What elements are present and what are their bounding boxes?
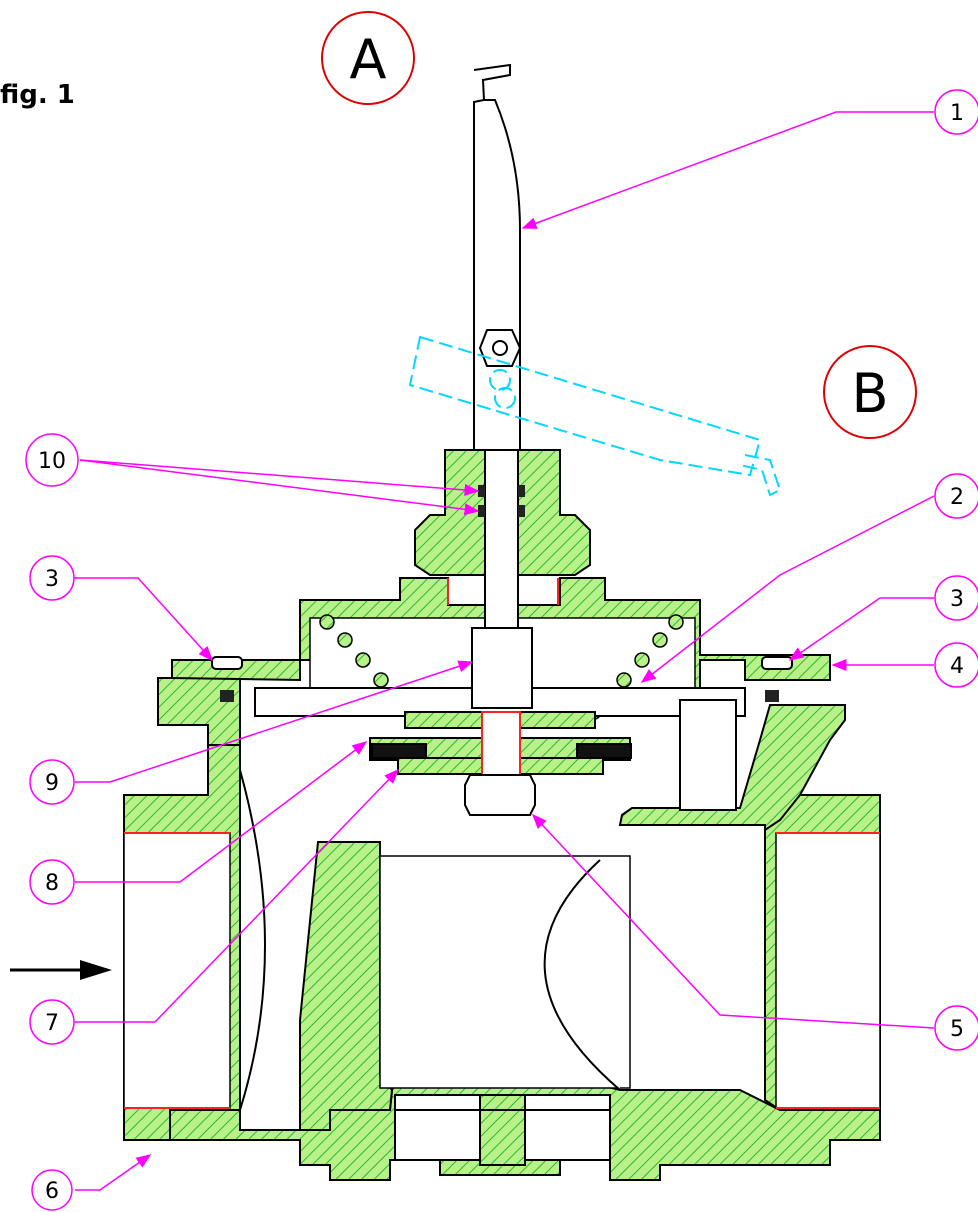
callout-7: 7 — [29, 999, 75, 1045]
bottom-plug — [394, 1094, 611, 1166]
callout-5-text: 5 — [950, 1017, 964, 1042]
view-label-a-text: A — [350, 28, 387, 91]
callout-10: 10 — [25, 433, 79, 487]
disc-assembly — [369, 711, 632, 781]
bonnet-neck-seal — [447, 578, 559, 605]
stem-o-rings — [478, 485, 525, 517]
leader-lines — [52, 111, 935, 1191]
callout-7-text: 7 — [45, 1011, 59, 1036]
callout-5: 5 — [934, 1005, 978, 1051]
flange-seal-lines — [124, 832, 880, 1109]
callout-2: 2 — [934, 473, 978, 519]
callout-3-left-text: 3 — [45, 567, 59, 592]
stem — [484, 444, 519, 651]
callout-4-text: 4 — [950, 654, 964, 679]
outlet-port-curve — [543, 859, 621, 1091]
cover-bolts — [211, 656, 793, 670]
callout-6: 6 — [31, 1169, 73, 1211]
guide-block — [679, 699, 737, 811]
callout-1: 1 — [934, 89, 978, 135]
callout-4: 4 — [934, 642, 978, 688]
inlet-port-curve — [239, 769, 266, 1111]
view-label-b: B — [823, 345, 917, 439]
lever-hex-nut — [478, 329, 522, 367]
callout-9: 9 — [29, 759, 75, 805]
callout-8-text: 8 — [45, 871, 59, 896]
view-label-b-text: B — [851, 362, 888, 425]
callout-10-text: 10 — [38, 449, 66, 474]
disc-holder — [471, 627, 533, 709]
callout-3-right-text: 3 — [950, 587, 964, 612]
cover-o-rings — [220, 690, 779, 702]
disc-nut — [464, 774, 536, 816]
callout-2-text: 2 — [950, 485, 964, 510]
callout-9-text: 9 — [45, 771, 59, 796]
callout-6-text: 6 — [45, 1179, 59, 1204]
callout-3-right: 3 — [934, 575, 978, 621]
figure-title: fig. 1 — [0, 80, 75, 110]
callout-1-text: 1 — [950, 101, 964, 126]
callout-3-left: 3 — [29, 555, 75, 601]
lever-handle — [473, 63, 521, 451]
lever-alternate-position — [408, 335, 782, 497]
flow-direction-arrow — [10, 960, 112, 980]
view-label-a: A — [321, 11, 415, 105]
callout-8: 8 — [29, 859, 75, 905]
